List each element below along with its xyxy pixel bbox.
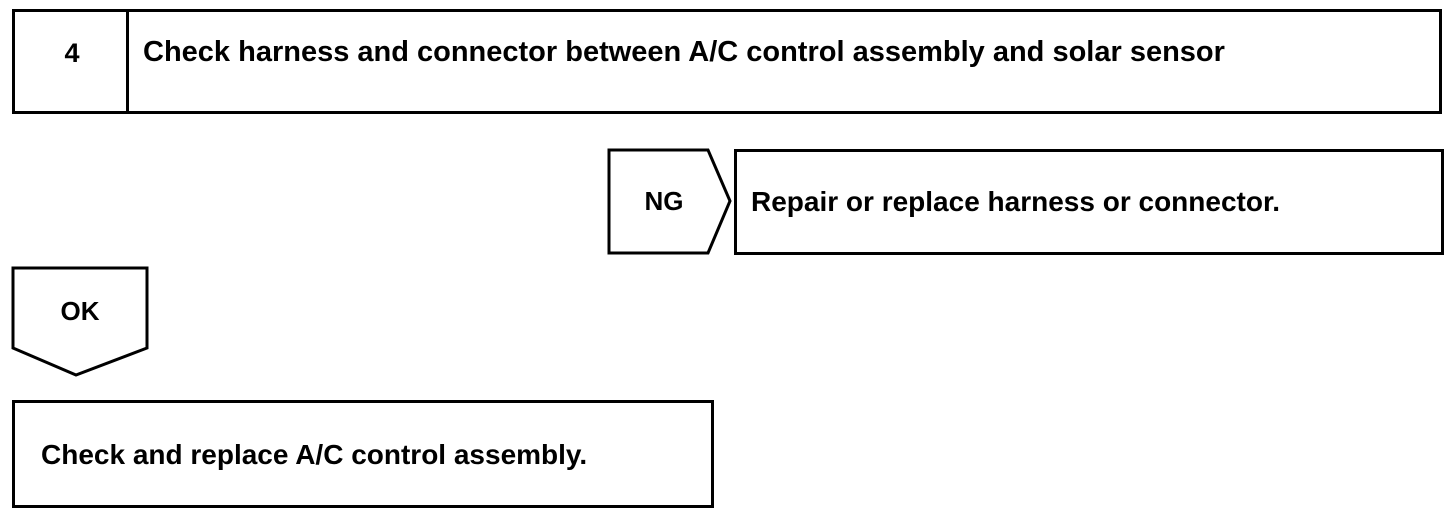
step-title: Check harness and connector between A/C … — [143, 36, 1225, 68]
step-number: 4 — [64, 38, 80, 68]
step-box: 4 Check harness and connector between A/… — [12, 9, 1442, 114]
step-number-cell: 4 — [15, 12, 129, 111]
ok-arrow-shape — [11, 266, 149, 377]
ok-tag: OK — [60, 296, 100, 326]
ng-arrow-shape — [607, 148, 732, 255]
ng-action-box: Repair or replace harness or connector. — [734, 149, 1444, 255]
ng-tag: NG — [644, 186, 684, 216]
ng-action-text: Repair or replace harness or connector. — [751, 186, 1281, 217]
ok-action-box: Check and replace A/C control assembly. — [12, 400, 714, 508]
ok-action-text: Check and replace A/C control assembly. — [41, 439, 588, 470]
